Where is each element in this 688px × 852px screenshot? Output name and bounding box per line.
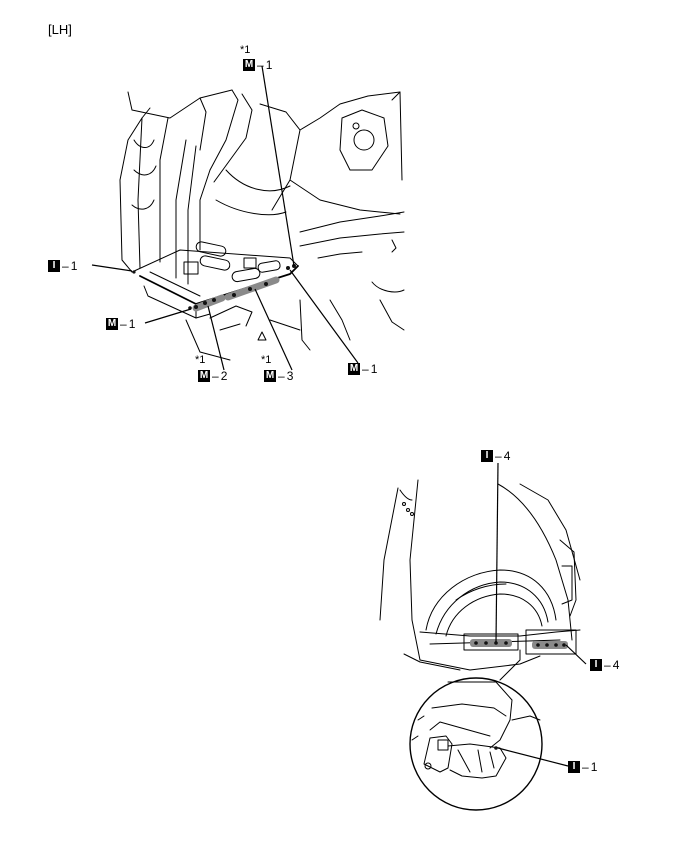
weld-symbol-badge: I xyxy=(481,450,493,462)
callout-separator: – xyxy=(278,369,285,383)
callout-m1-right: M – 1 xyxy=(348,362,377,376)
weld-symbol-badge: I xyxy=(568,761,580,773)
weld-bands-top xyxy=(192,276,280,312)
callout-count: 1 xyxy=(70,259,78,273)
callout-count: 4 xyxy=(612,658,620,672)
callout-top-star: *1 xyxy=(240,44,251,56)
callout-m1-top: M – 1 xyxy=(243,58,272,72)
callout-m2-star: *1 xyxy=(195,354,206,366)
weld-symbol-badge: M xyxy=(348,363,360,375)
callout-i4-top: I – 4 xyxy=(481,449,510,463)
callout-separator: – xyxy=(120,317,127,331)
callout-count: 1 xyxy=(128,317,136,331)
callout-m3-star: *1 xyxy=(261,354,272,366)
callout-m3: M – 3 xyxy=(264,369,293,383)
callout-count: 1 xyxy=(590,760,598,774)
callout-separator: – xyxy=(212,369,219,383)
callout-m1-left: M – 1 xyxy=(106,317,135,331)
side-label: [LH] xyxy=(48,22,72,37)
weld-symbol-badge: M xyxy=(198,370,210,382)
callout-separator: – xyxy=(257,58,264,72)
weld-symbol-badge: M xyxy=(264,370,276,382)
callout-separator: – xyxy=(495,449,502,463)
callout-count: 4 xyxy=(503,449,511,463)
callout-separator: – xyxy=(62,259,69,273)
weld-symbol-badge: M xyxy=(243,59,255,71)
weld-symbol-badge: I xyxy=(590,659,602,671)
callout-separator: – xyxy=(362,362,369,376)
callout-count: 3 xyxy=(286,369,294,383)
callout-i4-right: I – 4 xyxy=(590,658,619,672)
callout-count: 1 xyxy=(265,58,273,72)
callout-count: 1 xyxy=(370,362,378,376)
callout-separator: – xyxy=(582,760,589,774)
callout-separator: – xyxy=(604,658,611,672)
callout-i1-bottom: I – 1 xyxy=(568,760,597,774)
callout-m2: M – 2 xyxy=(198,369,227,383)
callout-i1-left: I – 1 xyxy=(48,259,77,273)
weld-symbol-badge: M xyxy=(106,318,118,330)
callout-count: 2 xyxy=(220,369,228,383)
weld-symbol-badge: I xyxy=(48,260,60,272)
